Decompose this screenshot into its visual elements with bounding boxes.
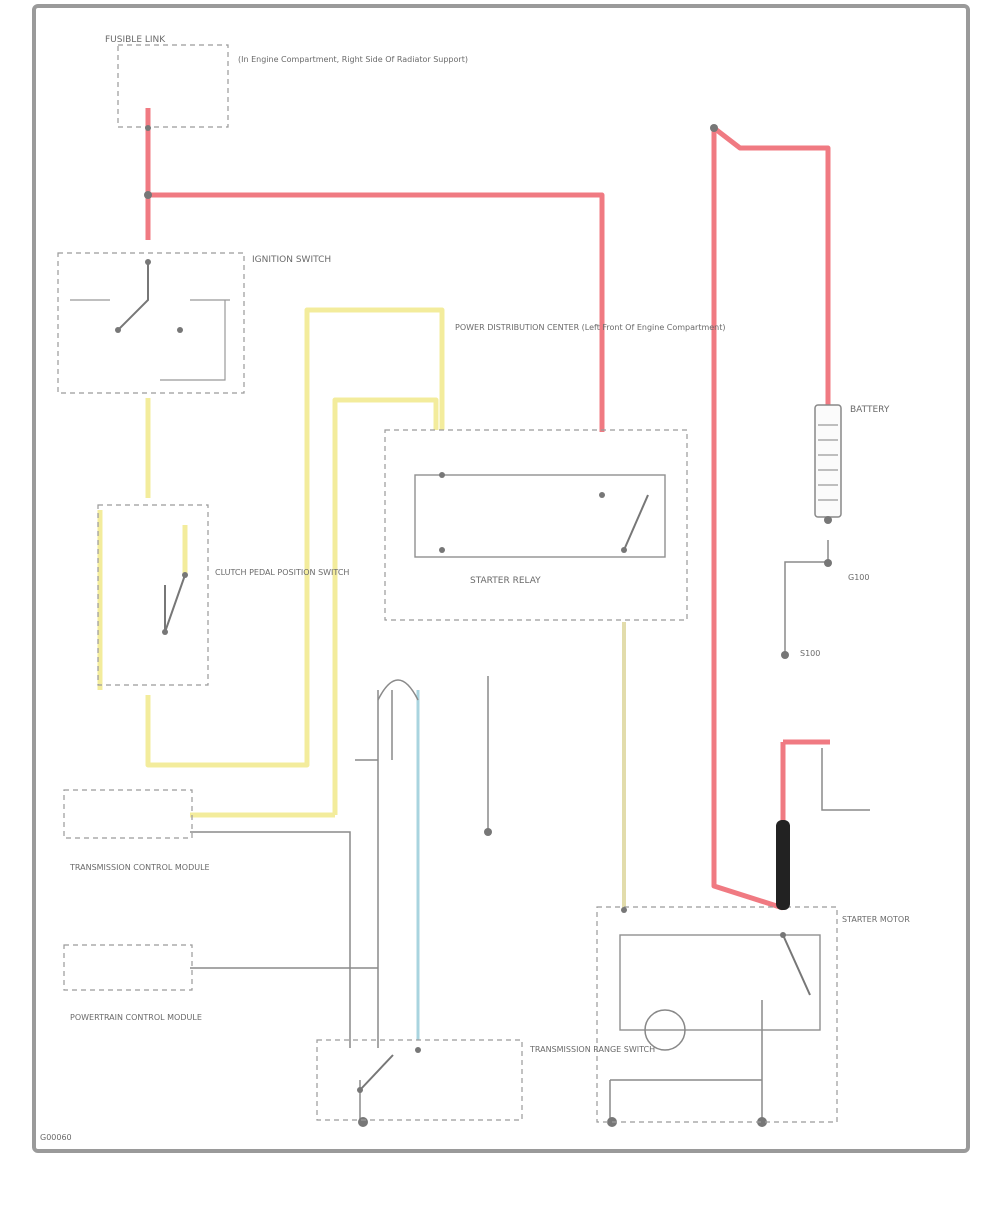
svg-text:POWER DISTRIBUTION CENTER (Lef: POWER DISTRIBUTION CENTER (Left Front Of… [455,323,726,332]
svg-text:(In Engine Compartment, Right: (In Engine Compartment, Right Side Of Ra… [238,55,468,64]
svg-text:POWERTRAIN CONTROL MODULE: POWERTRAIN CONTROL MODULE [70,1013,202,1022]
black-wire-group [190,540,870,1122]
svg-text:IGNITION SWITCH: IGNITION SWITCH [252,255,331,265]
svg-text:STARTER MOTOR: STARTER MOTOR [842,915,910,924]
starter-motor: STARTER MOTOR [596,906,910,1123]
svg-text:CLUTCH PEDAL POSITION SWITCH: CLUTCH PEDAL POSITION SWITCH [215,568,349,577]
tcm-module: TRANSMISSION CONTROL MODULE [63,789,210,872]
ground-points: G100 S100 [358,559,869,1127]
svg-text:FUSIBLE LINK: FUSIBLE LINK [105,35,166,45]
clutch-pedal-switch[interactable]: CLUTCH PEDAL POSITION SWITCH [97,504,349,686]
svg-text:TRANSMISSION RANGE SWITCH: TRANSMISSION RANGE SWITCH [529,1045,655,1054]
diagram-code: G00060 [40,1133,72,1142]
svg-text:S100: S100 [800,649,820,658]
battery: BATTERY [814,404,890,518]
red-wire-group [145,108,831,911]
splice-nodes [144,124,832,524]
fusible-link-segment [776,820,790,910]
ignition-switch[interactable]: IGNITION SWITCH [57,252,331,394]
starter-relay-label: STARTER RELAY [470,576,541,586]
svg-text:BATTERY: BATTERY [850,405,890,415]
svg-text:TRANSMISSION CONTROL MODULE: TRANSMISSION CONTROL MODULE [69,863,210,872]
pcm-module: POWERTRAIN CONTROL MODULE [63,944,202,1022]
fusible-link: FUSIBLE LINK (In Engine Compartment, Rig… [105,35,468,128]
svg-text:G100: G100 [848,573,869,582]
transmission-range-switch[interactable]: TRANSMISSION RANGE SWITCH [316,1039,655,1121]
power-distribution-center: POWER DISTRIBUTION CENTER (Left Front Of… [384,323,726,621]
diagram-border [32,4,970,1153]
yellow-wire-group [97,307,445,818]
